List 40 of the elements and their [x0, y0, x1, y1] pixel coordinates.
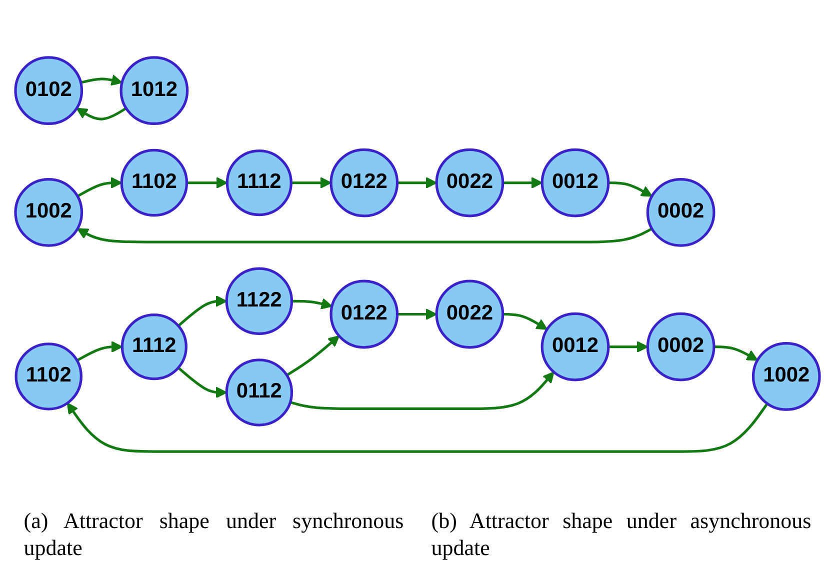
node-circle: 1012 — [120, 56, 189, 125]
caption: (b) Attractor shape under asynchronous update — [431, 508, 812, 561]
node-circle: 0012 — [540, 312, 610, 381]
arrow — [397, 308, 438, 320]
arrow — [608, 181, 652, 196]
arrow — [76, 106, 127, 120]
node-circle: 1102 — [14, 342, 82, 410]
node-circle: 0122 — [330, 148, 399, 217]
caption: (a) Attractor shape under synchronous update — [24, 508, 404, 561]
arrow — [292, 298, 333, 309]
arrow — [76, 340, 123, 362]
node-circle: 0002 — [646, 312, 716, 381]
node-circle: 1112 — [226, 149, 292, 216]
arrow — [502, 176, 543, 188]
arrow — [502, 312, 548, 330]
node-circle: 1122 — [225, 266, 294, 335]
arrow — [178, 295, 228, 326]
arrow — [76, 176, 122, 197]
arrow — [290, 371, 554, 410]
node-circle: 0122 — [330, 279, 399, 348]
arrow — [66, 402, 768, 452]
node-circle: 1112 — [120, 313, 188, 380]
node-circle: 0112 — [225, 358, 294, 426]
arrow — [397, 176, 438, 188]
arrow — [714, 345, 758, 360]
node-circle: 0012 — [540, 148, 610, 217]
node-circle: 1002 — [14, 178, 84, 246]
arrow — [286, 335, 340, 376]
arrow — [80, 74, 123, 86]
node-circle: 0102 — [14, 56, 84, 125]
node-circle: 0022 — [435, 279, 504, 348]
node-circle: 1102 — [120, 148, 188, 216]
node-circle: 1002 — [752, 342, 821, 411]
arrow — [186, 176, 228, 188]
arrow — [608, 340, 648, 352]
node-circle: 0022 — [435, 148, 504, 217]
arrow — [291, 176, 332, 188]
node-circle: 0002 — [646, 178, 716, 246]
arrow — [178, 366, 228, 398]
arrow — [76, 227, 653, 244]
